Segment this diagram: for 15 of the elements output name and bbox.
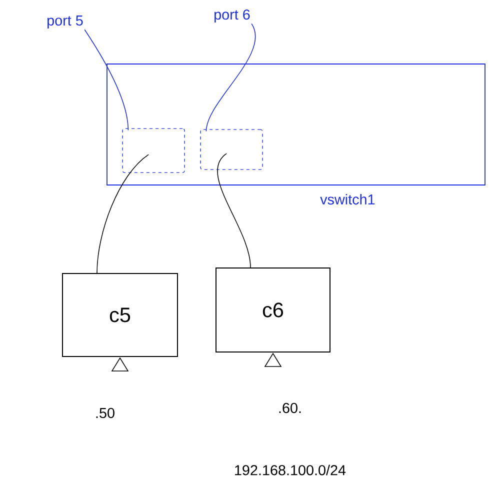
monitor: c6 — [216, 268, 330, 367]
address-label: .50 — [96, 408, 114, 418]
switch-box: vswitch1 — [106, 64, 486, 205]
monitor: c5 — [62, 273, 178, 372]
port-box — [200, 129, 263, 170]
port-label: port 6 — [214, 10, 250, 23]
leader-line — [84, 29, 129, 131]
subnet-label: 192.168.100.0/24 — [235, 464, 346, 476]
leader-line — [206, 23, 256, 132]
port-box — [122, 128, 185, 173]
cable — [217, 153, 251, 268]
cable — [96, 154, 149, 274]
node-label: vswitch1 — [320, 194, 375, 205]
port-label: port 5 — [48, 16, 83, 28]
address-label: .60. — [279, 402, 301, 414]
